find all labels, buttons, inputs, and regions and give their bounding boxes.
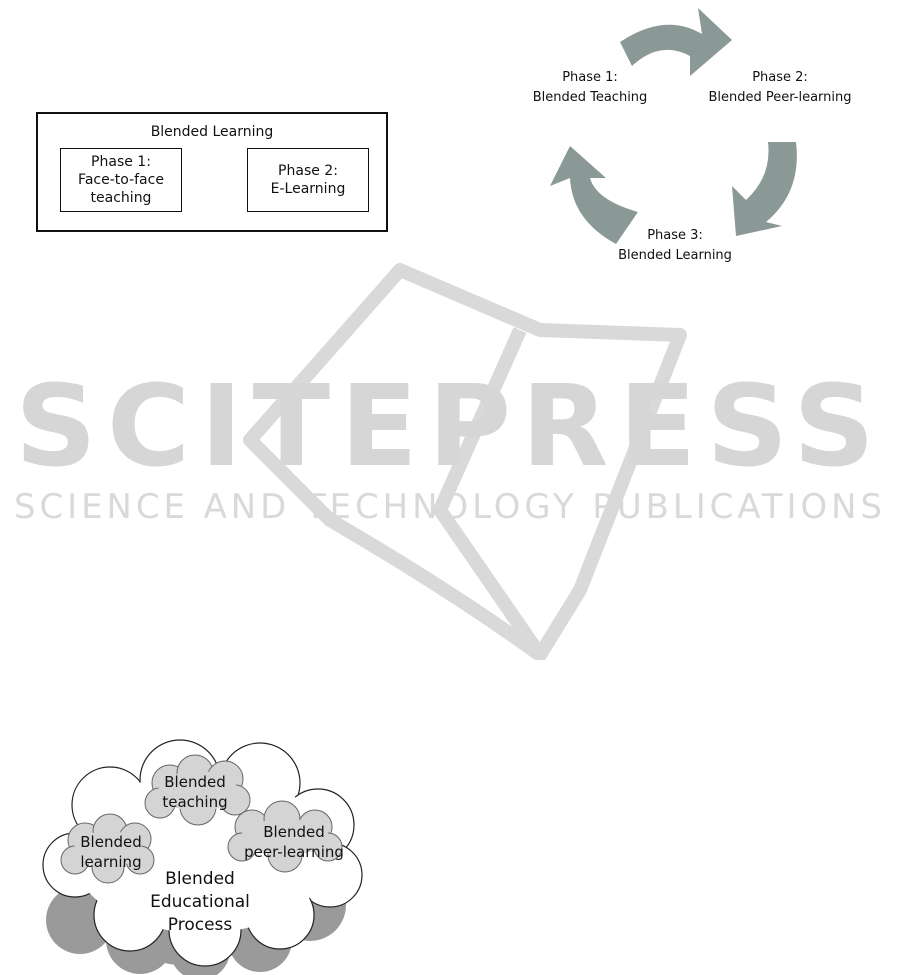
- cloud-teaching-label: Blended teaching: [150, 772, 240, 812]
- cloud-peer-learning-label: Blended peer-learning: [234, 822, 354, 862]
- phase1-label: Phase 1: Face-to-face teaching: [78, 153, 164, 207]
- cycle-arrow-right-icon: [732, 142, 797, 236]
- cloud-center-label: Blended Educational Process: [130, 868, 270, 937]
- cycle-phase2-label: Phase 2: Blended Peer-learning: [705, 68, 855, 108]
- cycle-phase1-label: Phase 1: Blended Teaching: [520, 68, 660, 108]
- cycle-arrow-top-icon: [620, 8, 732, 76]
- cloud-learning-label: Blended learning: [66, 832, 156, 872]
- blended-learning-title: Blended Learning: [38, 124, 386, 140]
- blended-learning-diagram: Blended Learning Phase 1: Face-to-face t…: [36, 112, 388, 232]
- cycle-phase3-label: Phase 3: Blended Learning: [605, 226, 745, 266]
- phase1-face-to-face-box: Phase 1: Face-to-face teaching: [60, 148, 182, 212]
- phase2-label: Phase 2: E-Learning: [271, 162, 346, 198]
- watermark-brand: SCITEPRESS: [15, 362, 885, 492]
- scitepress-watermark: SCITEPRESS SCIENCE AND TECHNOLOGY PUBLIC…: [0, 260, 901, 660]
- phase2-e-learning-box: Phase 2: E-Learning: [247, 148, 369, 212]
- watermark-tagline: SCIENCE AND TECHNOLOGY PUBLICATIONS: [14, 487, 886, 527]
